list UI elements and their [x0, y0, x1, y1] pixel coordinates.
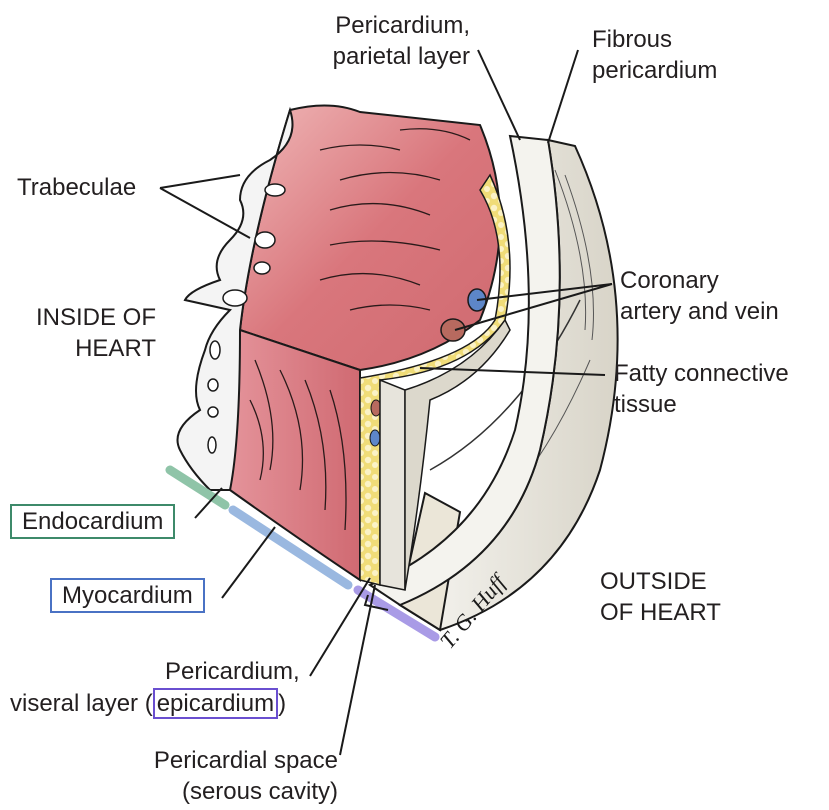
epicardium-layer	[379, 318, 511, 591]
leader-lines	[159, 49, 613, 756]
label-line: tissue	[614, 391, 677, 418]
parietal-pericardium-layer	[367, 134, 561, 607]
label-visceral-suffix: )	[278, 690, 287, 717]
coronary-artery	[440, 318, 466, 342]
label-line: Fatty connective	[614, 360, 789, 387]
label-endocardium: Endocardium	[10, 504, 176, 539]
label-line: (serous cavity)	[181, 778, 338, 805]
label-pericardium-parietal: Pericardium, parietal layer	[300, 10, 470, 72]
label-coronary-vessels: Coronary artery and vein	[620, 265, 779, 327]
label-myocardium: Myocardium	[50, 578, 205, 613]
label-line: Pericardium,	[335, 12, 470, 39]
label-fibrous-pericardium: Fibrous pericardium	[592, 24, 717, 86]
label-line: pericardium	[592, 57, 718, 84]
label-line: INSIDE OF	[35, 304, 156, 331]
label-fatty-connective-tissue: Fatty connective tissue	[614, 358, 789, 420]
label-pericardial-space: Pericardial space (serous cavity)	[110, 745, 338, 807]
label-outside-of-heart: OUTSIDE OF HEART	[600, 566, 721, 628]
epicardium-highlight-bar	[353, 585, 440, 642]
endocardium-highlight-bar	[165, 465, 230, 510]
label-pericardium-visceral: viseral layer (epicardium)	[10, 688, 286, 719]
label-line: Coronary	[620, 267, 719, 294]
label-line: parietal layer	[332, 43, 470, 70]
label-trabeculae: Trabeculae	[17, 174, 137, 201]
label-epicardium: epicardium	[152, 688, 279, 719]
myocardium-highlight-bar	[228, 505, 353, 590]
label-visceral-prefix: viseral layer (	[10, 690, 153, 717]
label-inside-of-heart: INSIDE OF HEART	[0, 302, 156, 364]
label-line: artery and vein	[620, 298, 779, 325]
trabeculae-endocardium	[176, 106, 294, 491]
label-line: Pericardial space	[153, 747, 338, 774]
label-line: OUTSIDE	[600, 568, 707, 595]
label-line: HEART	[75, 335, 156, 362]
myocardium-layer	[228, 104, 501, 582]
label-line: Fibrous	[592, 26, 673, 53]
label-line: OF HEART	[600, 599, 721, 626]
label-pericardium-visceral-line1: Pericardium,	[165, 658, 300, 685]
